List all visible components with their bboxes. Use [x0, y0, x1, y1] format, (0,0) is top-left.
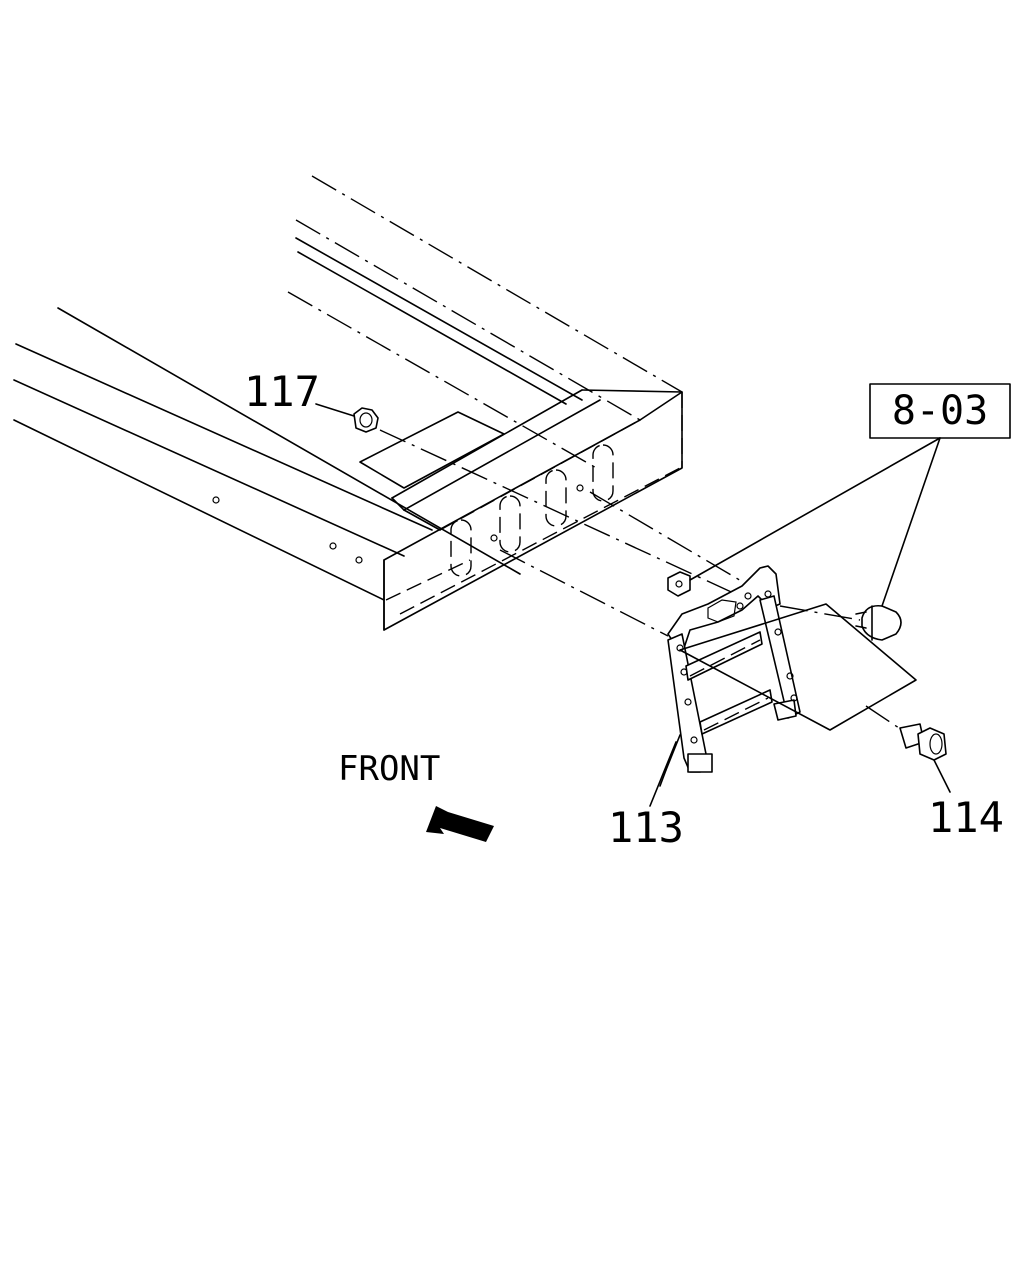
front-arrow-icon — [426, 806, 494, 842]
front-indicator: FRONT — [338, 749, 494, 842]
part-114-bolt — [899, 723, 951, 793]
part-label-113: 113 — [608, 803, 684, 852]
rivet-holes — [212, 484, 584, 564]
part-113-bracket — [659, 565, 917, 787]
part-label-117: 117 — [244, 367, 320, 416]
slot-holes — [450, 444, 614, 577]
leader-113 — [649, 741, 677, 807]
part-label-114: 114 — [928, 793, 1004, 842]
ref-box-8-03: 8-03 — [869, 383, 1011, 439]
ref-label-8-03: 8-03 — [892, 388, 988, 434]
assembly-center-lines — [379, 429, 903, 731]
part-117-nut — [315, 403, 379, 433]
front-label: FRONT — [338, 749, 440, 789]
frame-rail — [13, 175, 683, 631]
lamp-8-03 — [689, 437, 941, 641]
